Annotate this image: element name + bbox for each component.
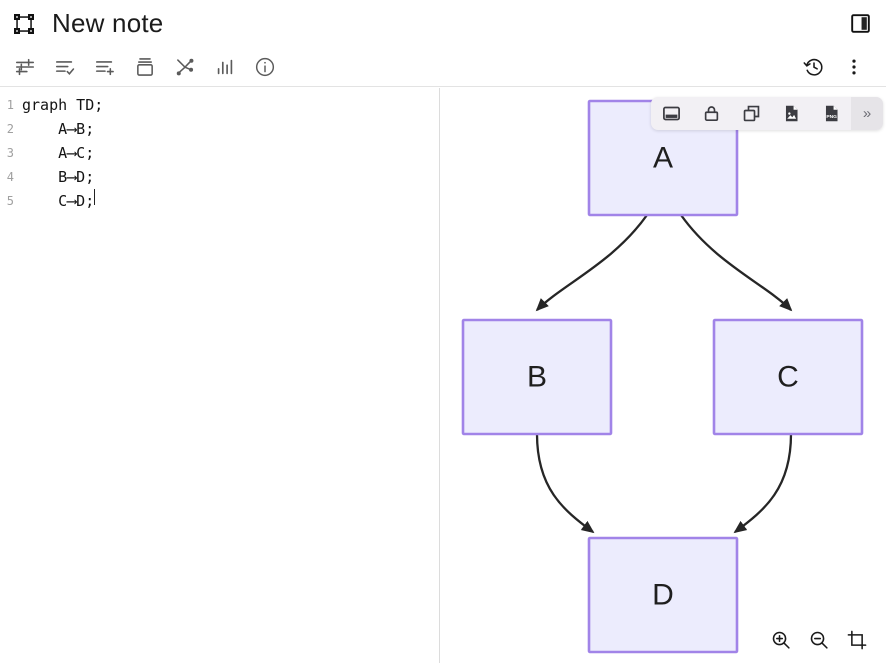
zoom-out-icon[interactable]	[800, 623, 838, 657]
frame-selection-icon[interactable]	[10, 10, 38, 38]
diagram-edges	[535, 214, 793, 534]
mermaid-flowchart: A B C D	[461, 99, 864, 654]
node-c-label: C	[777, 361, 799, 394]
node-b-shape[interactable]	[461, 318, 613, 436]
page-title[interactable]: New note	[52, 8, 164, 38]
header-right-actions	[846, 10, 886, 38]
node-c[interactable]: C	[712, 318, 864, 436]
more-vertical-icon[interactable]	[834, 50, 874, 84]
app-header: New note	[0, 0, 886, 47]
text-cursor	[94, 189, 96, 205]
split-panel-icon[interactable]	[846, 10, 874, 38]
line-number: 5	[6, 194, 14, 208]
code-line[interactable]: 2 A⟶B;	[0, 117, 439, 141]
line-number: 1	[6, 98, 14, 112]
png-file-icon[interactable]: PNG	[811, 97, 851, 130]
line-content[interactable]: C⟶D;	[22, 192, 95, 210]
node-d[interactable]: D	[587, 536, 739, 654]
history-clock-icon[interactable]	[794, 50, 834, 84]
line-number: 3	[6, 146, 14, 160]
code-editor-pane[interactable]: 1 graph TD; 2 A⟶B; 3 A⟶C; 4 B⟶D; 5 C⟶D;	[0, 88, 440, 663]
edge-a-c	[680, 214, 793, 312]
node-b-label: B	[527, 361, 547, 394]
lock-icon[interactable]	[691, 97, 731, 130]
formatting-toolbar	[0, 47, 886, 87]
edge-c-d	[733, 433, 793, 534]
line-number: 4	[6, 170, 14, 184]
svg-text:PNG: PNG	[826, 114, 837, 120]
code-line[interactable]: 5 C⟶D;	[0, 189, 439, 213]
zoom-in-icon[interactable]	[762, 623, 800, 657]
list-check-icon[interactable]	[45, 50, 85, 84]
graph-branch-icon[interactable]	[165, 50, 205, 84]
archive-box-icon[interactable]	[125, 50, 165, 84]
line-content[interactable]: graph TD;	[22, 96, 104, 114]
line-number: 2	[6, 122, 14, 136]
node-a-label: A	[653, 142, 673, 175]
more-actions-chevron-icon[interactable]: »	[851, 97, 883, 130]
diagram-nodes: A B C D	[461, 99, 864, 654]
edge-a-b	[535, 214, 648, 312]
list-add-icon[interactable]	[85, 50, 125, 84]
edge-b-d	[535, 433, 595, 534]
code-line[interactable]: 3 A⟶C;	[0, 141, 439, 165]
window-frame-icon[interactable]	[651, 97, 691, 130]
node-d-label: D	[652, 579, 674, 612]
copy-icon[interactable]	[731, 97, 771, 130]
info-circle-icon[interactable]	[245, 50, 285, 84]
diagram-floating-toolbar: PNG »	[651, 97, 883, 130]
code-lines[interactable]: 1 graph TD; 2 A⟶B; 3 A⟶C; 4 B⟶D; 5 C⟶D;	[0, 88, 439, 213]
node-c-shape[interactable]	[712, 318, 864, 436]
line-content[interactable]: A⟶C;	[22, 144, 95, 162]
diagram-preview-pane[interactable]: A B C D	[441, 88, 886, 663]
zoom-controls	[762, 623, 876, 657]
node-d-shape[interactable]	[587, 536, 739, 654]
line-content[interactable]: A⟶B;	[22, 120, 95, 138]
image-file-icon[interactable]	[771, 97, 811, 130]
fit-to-screen-icon[interactable]	[838, 623, 876, 657]
settings-sliders-icon[interactable]	[5, 50, 45, 84]
bar-chart-icon[interactable]	[205, 50, 245, 84]
node-b[interactable]: B	[461, 318, 613, 436]
toolbar-right-actions	[789, 50, 886, 84]
code-line[interactable]: 1 graph TD;	[0, 93, 439, 117]
code-line[interactable]: 4 B⟶D;	[0, 165, 439, 189]
line-content[interactable]: B⟶D;	[22, 168, 95, 186]
